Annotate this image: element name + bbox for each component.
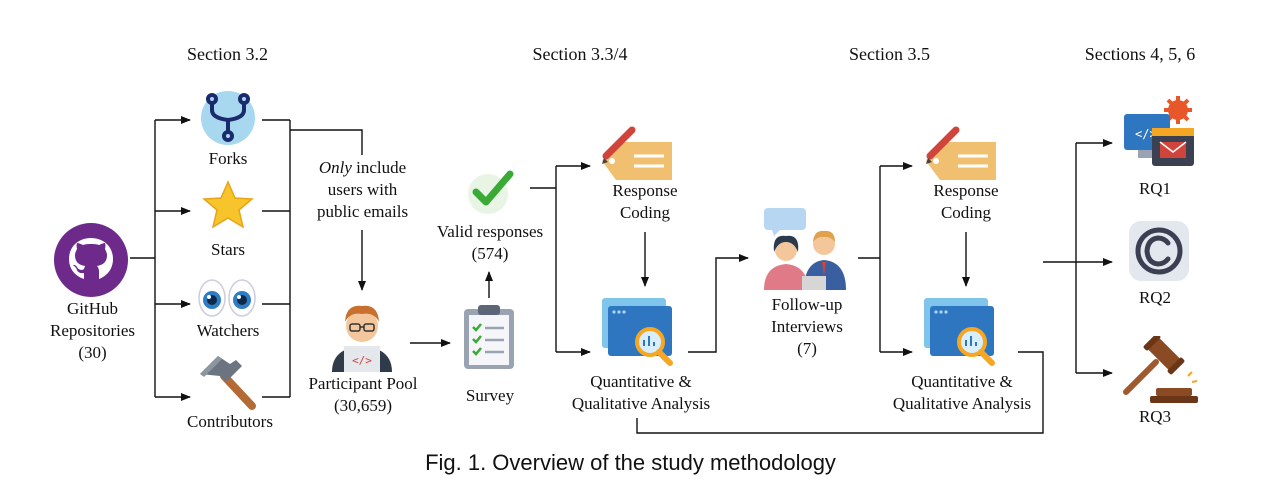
github-icon bbox=[53, 222, 129, 298]
fork-icon bbox=[200, 90, 256, 146]
filter-emphasis: Only bbox=[318, 158, 352, 177]
rq3-label: RQ3 bbox=[1138, 407, 1172, 426]
filter-note: Only include users with public emails bbox=[316, 158, 409, 221]
code-window-gear-icon: </> bbox=[1122, 96, 1196, 168]
analytics-magnifier-icon bbox=[600, 296, 678, 366]
copyright-icon bbox=[1128, 220, 1190, 282]
analytics-magnifier-icon bbox=[922, 296, 1000, 366]
tag-pen-icon bbox=[922, 126, 1000, 182]
coding2-label: Response Coding bbox=[933, 181, 999, 222]
svg-text:</>: </> bbox=[1135, 127, 1157, 141]
coding1-label: Response Coding bbox=[612, 181, 678, 222]
survey-label: Survey bbox=[465, 386, 515, 405]
section-header-3: Section 3.5 bbox=[849, 44, 930, 64]
developer-avatar-icon: </> bbox=[326, 298, 398, 372]
section-header-1: Section 3.2 bbox=[187, 44, 268, 64]
interview-people-icon bbox=[762, 206, 852, 290]
filter-line1: include bbox=[351, 158, 407, 177]
svg-text:</>: </> bbox=[352, 354, 372, 367]
analysis2-label: Quantitative & Qualitative Analysis bbox=[892, 372, 1032, 413]
rq2-label: RQ2 bbox=[1138, 288, 1172, 307]
pool-label: Participant Pool (30,659) bbox=[308, 374, 418, 415]
interviews-label: Follow-up Interviews (7) bbox=[771, 295, 843, 358]
rq1-label: RQ1 bbox=[1138, 179, 1172, 198]
star-icon bbox=[200, 178, 256, 234]
eyes-icon bbox=[196, 278, 258, 320]
checkmark-icon bbox=[466, 166, 516, 216]
github-label: GitHub Repositories (30) bbox=[50, 299, 135, 362]
contributors-label: Contributors bbox=[187, 412, 273, 431]
stars-label: Stars bbox=[211, 240, 245, 259]
valid-responses-label: Valid responses (574) bbox=[436, 222, 544, 263]
analysis1-label: Quantitative & Qualitative Analysis bbox=[571, 372, 711, 413]
figure-caption: Fig. 1. Overview of the study methodolog… bbox=[425, 450, 836, 475]
watchers-label: Watchers bbox=[196, 321, 260, 340]
forks-label: Forks bbox=[208, 149, 248, 168]
section-header-4: Sections 4, 5, 6 bbox=[1084, 44, 1196, 64]
section-header-2: Section 3.3/4 bbox=[532, 44, 628, 64]
hammer-icon bbox=[196, 352, 258, 412]
tag-pen-icon bbox=[598, 126, 676, 182]
clipboard-icon bbox=[462, 303, 516, 371]
gavel-icon bbox=[1122, 333, 1198, 404]
